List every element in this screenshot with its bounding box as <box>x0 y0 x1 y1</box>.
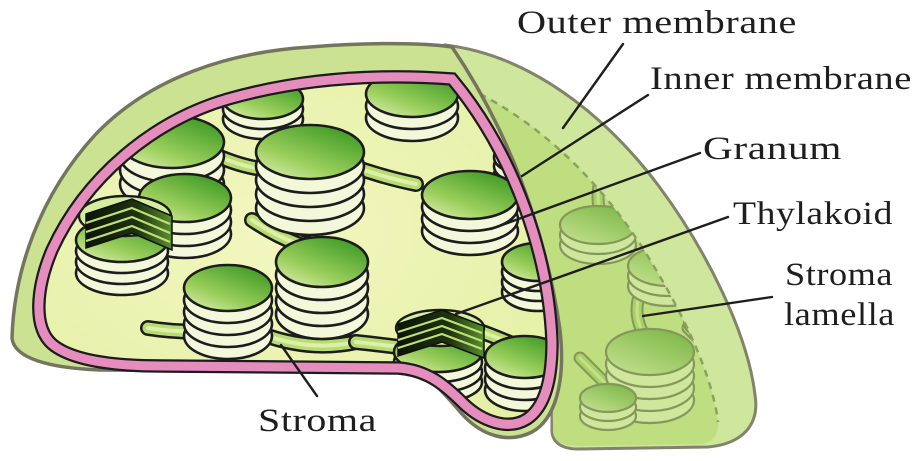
leader-line-stroma <box>279 343 319 398</box>
granum-stack-muted <box>578 382 638 432</box>
thylakoid-layer-line <box>85 206 171 226</box>
leader-line-outer-membrane <box>561 42 625 130</box>
leader-line-thylakoid <box>454 215 730 316</box>
thylakoid-layer-line <box>397 332 483 351</box>
leader-line-stroma-lamella <box>641 295 774 318</box>
granum-top-disc <box>254 123 366 181</box>
granum-stack-muted <box>558 204 638 266</box>
leader-lines <box>279 42 774 398</box>
granum-stack <box>182 263 274 361</box>
granum-top-disc <box>578 382 638 414</box>
label-stroma-lamella-line2: lamella <box>784 297 895 333</box>
granum-cut-stack-center <box>394 308 486 360</box>
label-stroma-lamella-line1: Stroma <box>785 257 893 293</box>
cut-granum-stacks <box>77 194 486 360</box>
granum-top-disc <box>182 263 274 313</box>
granum-top-disc <box>420 169 520 221</box>
granum-stack <box>74 216 170 297</box>
granum-stack <box>420 169 520 257</box>
thylakoid-layer-line <box>85 215 171 235</box>
thylakoid-section <box>85 198 173 252</box>
thylakoid-layer-line <box>397 316 483 335</box>
granum-top-disc <box>604 327 696 377</box>
granum-cut-stack-left <box>77 194 173 252</box>
label-thylakoid: Thylakoid <box>733 196 893 232</box>
label-outer-membrane: Outer membrane <box>517 5 797 41</box>
labels: Outer membrane Inner membrane Granum Thy… <box>258 5 912 439</box>
granum-top-disc <box>274 235 370 289</box>
inner-membrane-ribbon <box>34 72 557 429</box>
label-inner-membrane: Inner membrane <box>650 61 912 97</box>
thylakoid-layer-line <box>397 324 483 343</box>
thylakoid-layer-line <box>85 224 171 244</box>
granum-stack <box>274 235 370 341</box>
label-stroma: Stroma <box>258 403 377 439</box>
leader-line-granum <box>489 151 702 231</box>
stroma-structures <box>74 76 553 413</box>
leader-line-inner-membrane <box>520 93 650 178</box>
label-granum: Granum <box>703 131 842 167</box>
granum-stack <box>254 123 366 237</box>
